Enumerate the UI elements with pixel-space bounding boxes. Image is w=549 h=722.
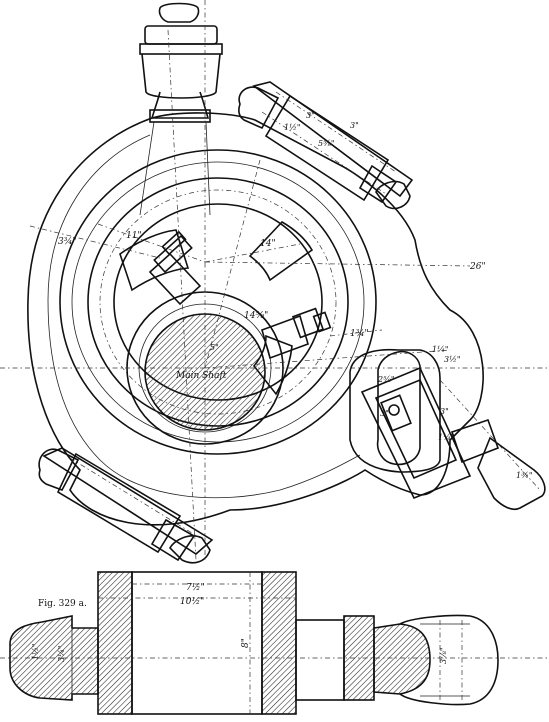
right-arm [295,619,345,701]
dim-3-875: 3⅞" [439,647,448,664]
dim-14: 14" [260,239,276,249]
dim-5-625: 5⅝" [318,139,335,148]
right-lug [349,348,546,511]
dim-1-75-b: 1¾" [516,471,533,480]
plan-view: Main Shaft [0,0,549,564]
dim-line-5 [204,159,261,369]
disc-outer [59,149,377,455]
dim-line-26 [204,261,471,267]
dim-5: 5" [210,343,219,352]
lower-left-bolt-block [38,447,214,564]
dim-3-5: 3½" [444,355,461,364]
dim-26: 26" [469,262,486,272]
key-right [261,307,332,360]
dim-3-a: 3" [306,111,315,120]
spoke-upper-left [119,229,190,292]
dim-line-11 [97,223,206,263]
dim-3-b: 3" [350,121,359,130]
main-shaft-label: Main Shaft [175,371,227,381]
key-upper [148,230,202,306]
casing-outline [27,112,484,526]
dim-line-14 [204,243,301,263]
dim-8: 8" [241,638,251,648]
disc-pitch [99,189,337,415]
dim-1-75: 1¾" [350,328,369,339]
dim-3-c: 3" [380,409,389,418]
right-eye-outline [399,614,499,706]
hub-wall-right [261,571,297,715]
dim-line-3-75 [29,225,161,259]
section-view: Fig. 329 a. 7½" 10½" 8" 1½" 3¼" 3⅞" [0,571,549,715]
hub-wall-left [97,571,133,715]
dim-3-75: 3¾" [58,236,77,247]
dim-3-25: 3¼" [57,645,66,662]
dim-1-5-b: 1½" [31,643,40,660]
top-stem [139,2,223,216]
disc-ring-1 [71,161,365,443]
dim-1-5: 1½" [284,123,301,132]
dim-line-1-25 [204,349,451,369]
dim-14-625: 14⅝" [244,311,268,321]
hub-bore [131,571,263,715]
dim-2-625: 2⅝" [377,375,395,384]
dim-10-5: 10½" [180,596,204,607]
stem-centerline [167,29,197,561]
upper-right-bolt-block [238,81,414,210]
dim-3-d: 3" [440,407,449,416]
dim-1-25-b: 1¼" [432,345,449,354]
dim-1-25: 1¼" [438,433,455,442]
casing-inner-outline [47,134,361,499]
spoke-upper-right [248,220,314,282]
dim-line-1-75 [329,329,383,337]
dim-11: 11" [126,231,142,241]
dim-7-5: 7½" [186,582,205,593]
figure-caption: Fig. 329 a. [38,599,87,609]
right-eye-section [373,623,431,695]
